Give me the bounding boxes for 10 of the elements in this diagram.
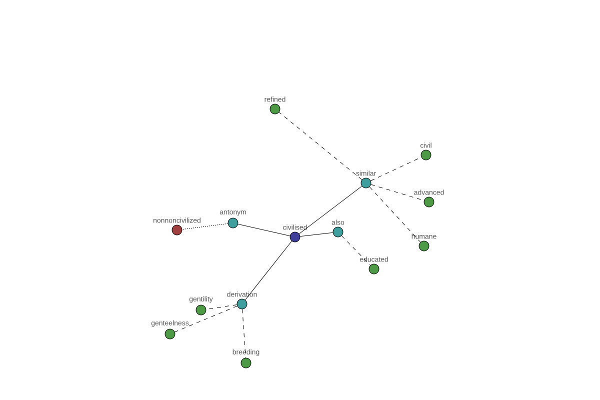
connector-line bbox=[278, 112, 362, 180]
connector-line bbox=[174, 306, 238, 332]
connector-line bbox=[341, 236, 371, 266]
connector-line bbox=[245, 240, 292, 300]
connector-line bbox=[238, 224, 290, 236]
connector-line bbox=[369, 186, 421, 242]
connector-line bbox=[300, 232, 334, 237]
connector-line bbox=[242, 309, 246, 358]
connector-line bbox=[182, 223, 228, 230]
connector-line bbox=[298, 186, 362, 234]
